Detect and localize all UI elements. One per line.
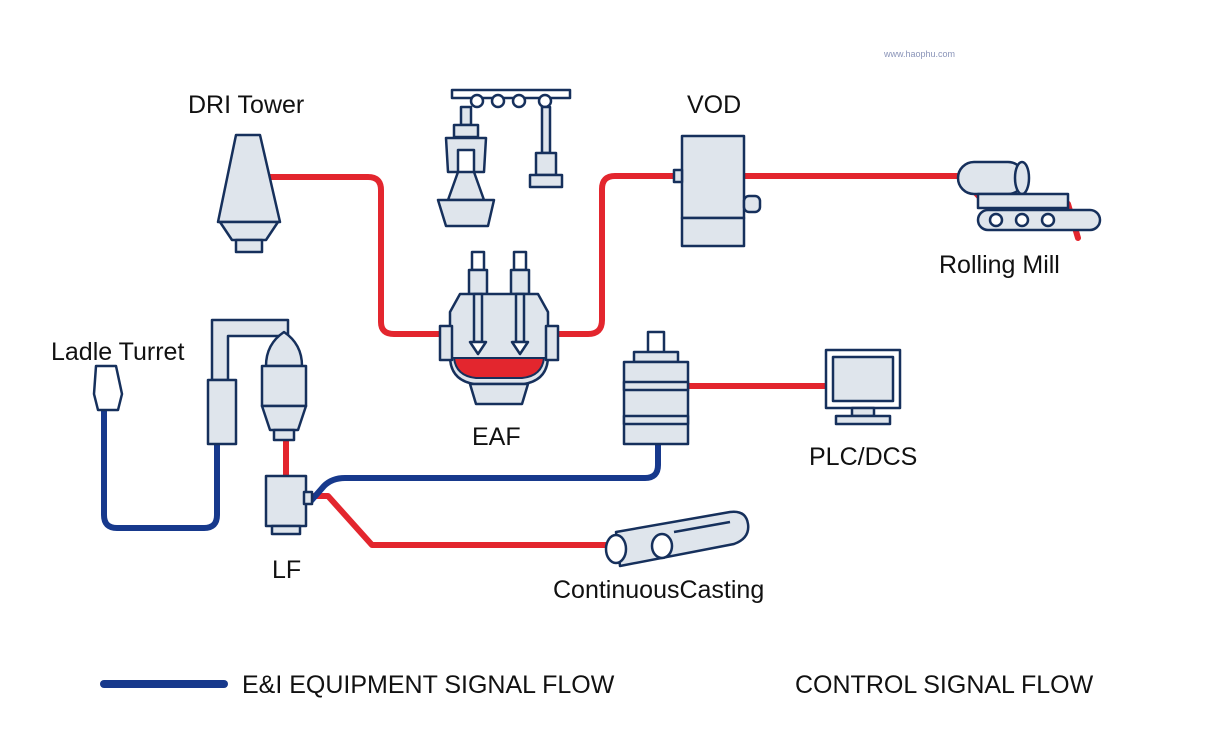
rolling-mill-icon — [956, 160, 1102, 232]
legend-control-label: CONTROL SIGNAL FLOW — [795, 671, 1094, 699]
line-ladle-loop — [101, 405, 220, 531]
lf-label: LF — [272, 556, 301, 584]
ei-signal-lines — [101, 405, 661, 531]
vod-label: VOD — [687, 91, 741, 119]
dri-tower-icon — [216, 133, 282, 254]
lf-icon — [264, 474, 314, 536]
legend: E&I EQUIPMENT SIGNAL FLOW CONTROL SIGNAL… — [100, 671, 1094, 699]
vod-icon — [672, 134, 762, 248]
ladle-turret-label: Ladle Turret — [51, 338, 184, 366]
line-eaf-to-vod — [545, 173, 685, 337]
ladle-turret-icon — [92, 318, 308, 446]
continuous-casting-icon — [604, 510, 750, 568]
crane-icon — [436, 88, 572, 228]
watermark: www.haophu.com — [883, 49, 955, 59]
legend-ei-label: E&I EQUIPMENT SIGNAL FLOW — [242, 671, 615, 699]
eaf-icon — [438, 250, 560, 406]
eaf-label: EAF — [472, 423, 521, 451]
dri-tower-label: DRI Tower — [188, 91, 304, 119]
plc-dcs-label: PLC/DCS — [809, 443, 917, 471]
plc-dcs-computer-icon — [824, 348, 902, 426]
line-lf-to-caster — [307, 441, 661, 505]
continuous-casting-label: ContinuousCasting — [553, 576, 764, 604]
caster-tank-icon — [622, 330, 690, 446]
rolling-mill-label: Rolling Mill — [939, 251, 1060, 279]
line-lf-to-casting — [307, 493, 615, 548]
line-dri-to-eaf — [267, 174, 455, 337]
